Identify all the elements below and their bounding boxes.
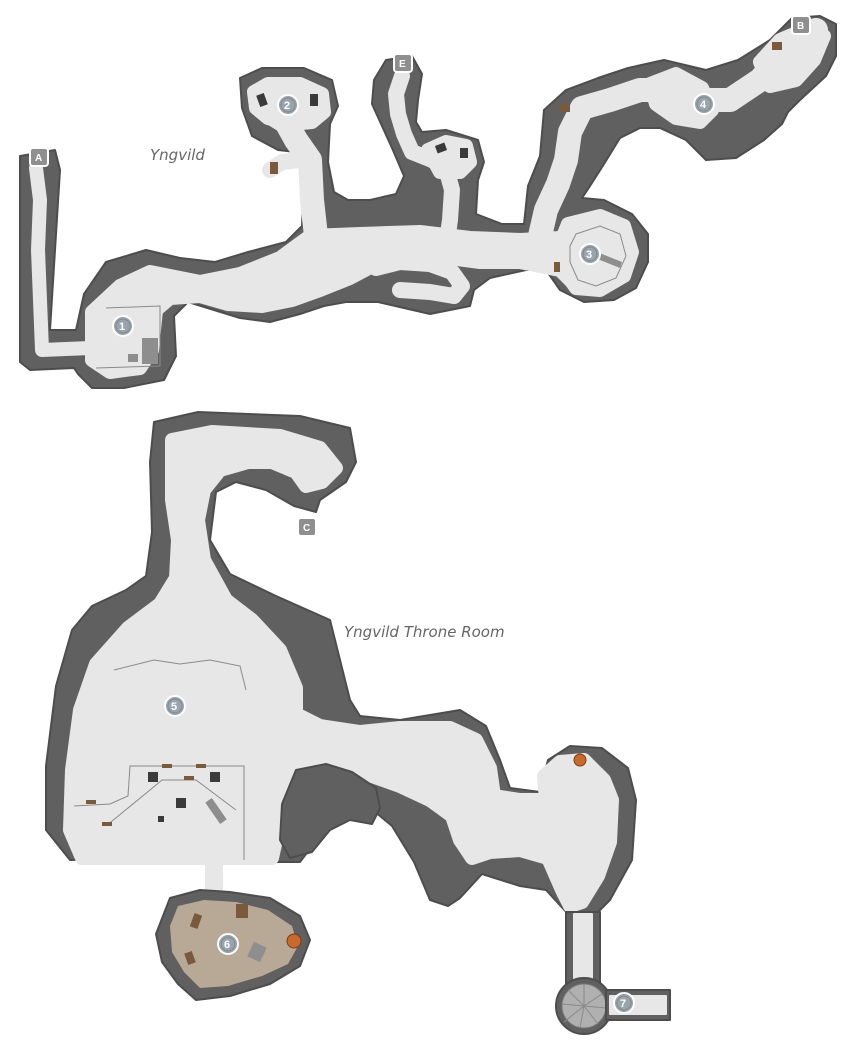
room-4-chest [560,104,570,112]
bench-1 [162,764,172,768]
bench-5 [102,822,112,826]
alcove-e-coffin-left [434,142,448,154]
room-1-crate [128,354,138,362]
room-b-chest [772,42,782,50]
yngvild-title: Yngvild [150,146,205,164]
room-2-coffin-right [310,94,318,106]
location-marker-2[interactable]: 2 [277,94,299,116]
location-marker-5[interactable]: 5 [164,695,186,717]
throne [176,798,186,808]
room-2-chest [270,162,278,174]
location-marker-7[interactable]: 7 [613,992,635,1014]
svg-text:C: C [303,523,310,534]
location-marker-6[interactable]: 6 [217,933,239,955]
room-6-chair-bottom [184,950,196,966]
room-7-stair-steps [561,984,607,1029]
throne-room-pillar [279,763,381,859]
room-6-chair-top [236,904,248,918]
corridor-a [29,161,97,357]
svg-text:6: 6 [224,939,230,951]
svg-text:1: 1 [119,321,125,333]
exit-marker-b[interactable]: B [791,15,811,35]
svg-text:7: 7 [620,998,626,1010]
brazier-right [210,772,220,782]
svg-text:5: 5 [171,701,177,713]
exit-marker-a[interactable]: A [29,147,49,167]
bench-2 [184,776,194,780]
svg-text:B: B [797,21,804,32]
bench-3 [196,764,206,768]
room-6-chair-left [189,913,203,929]
room-1-stairs [142,338,158,364]
brazier-tower [573,753,587,767]
alcove-e-coffin-right [460,148,468,158]
room-2-coffin-left [256,92,268,108]
svg-text:A: A [35,153,42,164]
throne-pedestal [158,816,164,822]
room-3-outline [569,225,627,287]
corridor-e [388,68,460,242]
corridor-room-7 [573,913,593,985]
bench-4 [86,800,96,804]
svg-text:4: 4 [700,99,707,111]
location-marker-3[interactable]: 3 [579,243,601,265]
room-3-door [554,262,560,272]
room-b-floor [753,21,831,93]
brazier-room-6 [286,933,302,949]
side-passage [473,801,553,837]
room-6-table [247,941,267,963]
room-1-outline [95,305,161,369]
location-marker-4[interactable]: 4 [693,93,715,115]
svg-text:E: E [399,59,406,70]
throne-altar [205,798,227,824]
exit-marker-e[interactable]: E [393,53,413,73]
throne-dais-edge [113,659,247,691]
side-loop-passage [368,254,470,304]
exit-marker-c[interactable]: C [297,517,317,537]
location-marker-1[interactable]: 1 [112,315,134,337]
throne-room-title: Yngvild Throne Room [344,623,505,641]
svg-text:2: 2 [284,100,290,112]
throne-room-map: Yngvild Throne Room 5 6 7 C [45,411,671,1035]
throne-dais-inner [105,779,237,827]
svg-text:3: 3 [586,249,592,261]
throne-dais-outline [73,765,245,860]
yngvild-map: Yngvild 1 2 3 4 A B [19,15,837,389]
brazier-left [148,772,158,782]
